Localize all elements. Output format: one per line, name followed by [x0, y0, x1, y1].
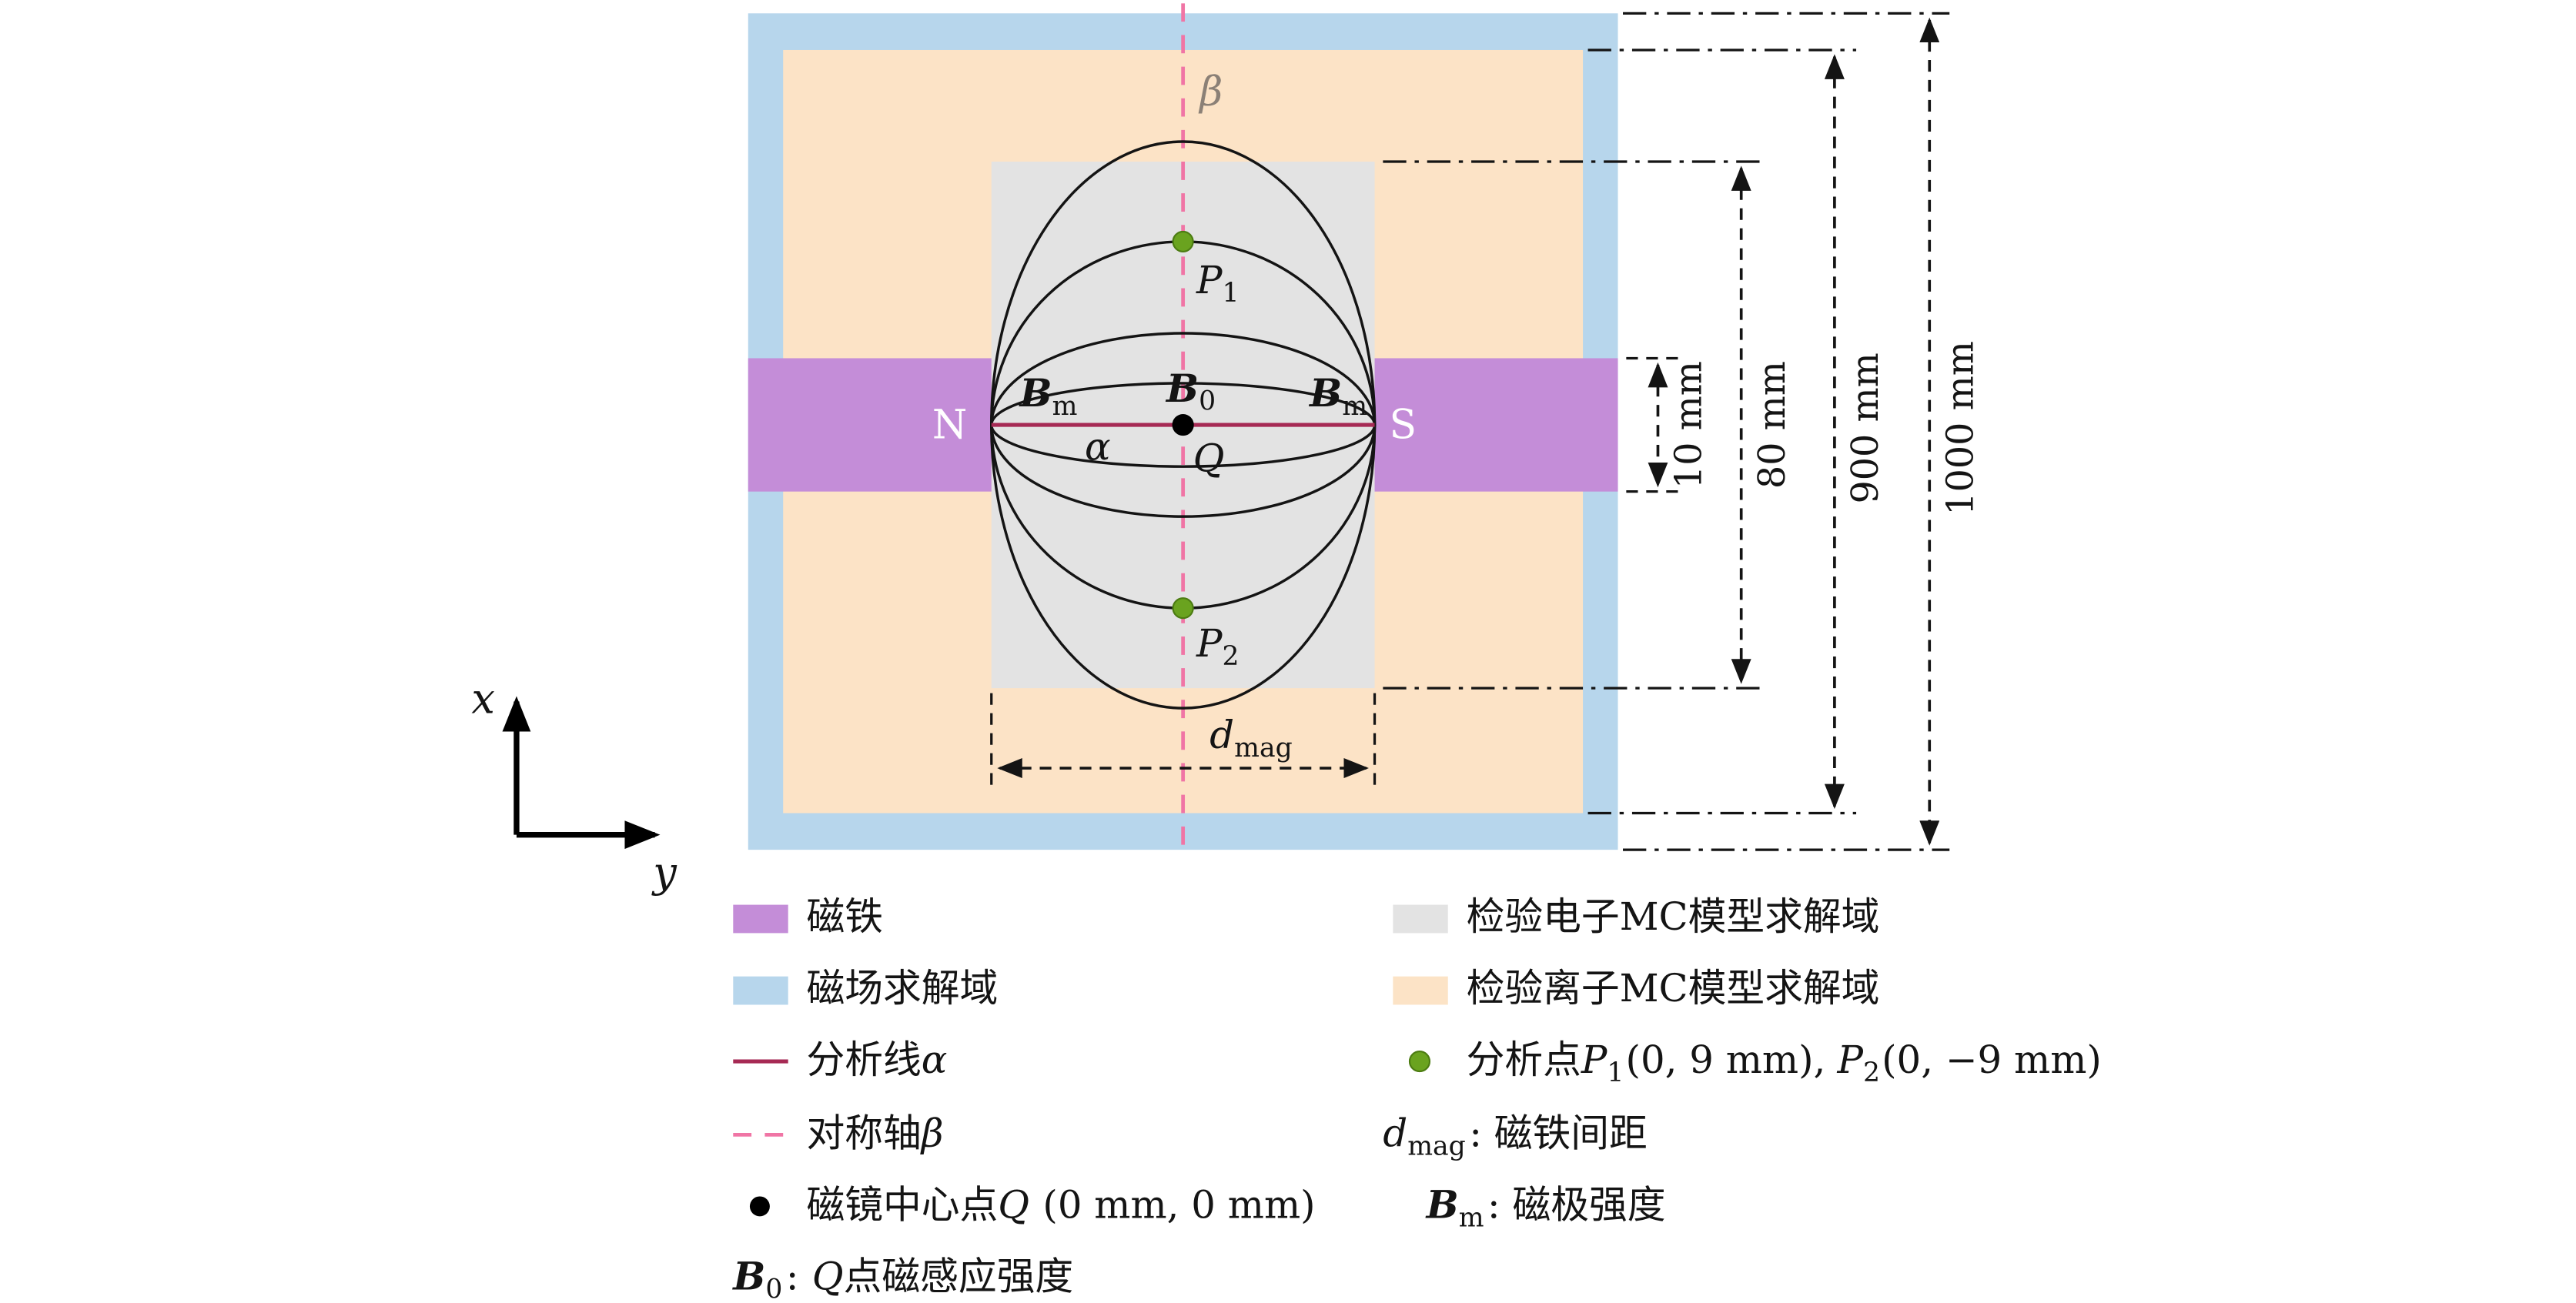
legend-label-symmetry-axis: 对称轴β — [807, 1111, 944, 1155]
legend-label-field-domain: 磁场求解域 — [807, 966, 999, 1011]
legend-label-bm: Bm: 磁极强度 — [1425, 1182, 1666, 1234]
magnet-right — [1374, 358, 1618, 492]
legend-swatch-field-domain — [733, 976, 788, 1005]
legend-label-dmag: dmag: 磁铁间距 — [1383, 1111, 1647, 1161]
dim-label-10mm: 10 mm — [1668, 361, 1711, 489]
label-alpha: α — [1085, 425, 1111, 469]
legend-label-magnet: 磁铁 — [807, 894, 884, 939]
label-pole-s: S — [1390, 402, 1417, 448]
point-p2-dot — [1172, 597, 1194, 620]
legend-swatch-magnet — [733, 904, 788, 934]
legend-label-electron-domain: 检验电子MC模型求解域 — [1467, 894, 1880, 939]
label-pole-n: N — [932, 402, 967, 448]
legend-left-column: 磁铁 磁场求解域 分析线α 对称轴β 磁镜中心点Q(0 mm, 0 mm) B0… — [731, 894, 1315, 1303]
legend-swatch-ion-domain — [1393, 976, 1448, 1005]
axis-y-label: y — [651, 848, 677, 897]
axis-x-label: x — [471, 675, 495, 723]
dim-label-1000mm: 1000 mm — [1940, 341, 1982, 516]
label-dmag: dmag — [1209, 713, 1292, 763]
legend-dot-center-point — [749, 1196, 770, 1217]
legend-label-b0: B0:Q点磁感应强度 — [731, 1254, 1073, 1303]
dim-label-80mm: 80 mm — [1751, 361, 1794, 489]
legend-right-column: 检验电子MC模型求解域 检验离子MC模型求解域 分析点P1(0, 9 mm),P… — [1383, 894, 2101, 1233]
label-bm-left: Bm — [1019, 370, 1078, 422]
legend-swatch-electron-domain — [1393, 904, 1448, 934]
label-bm-right: Bm — [1308, 370, 1367, 422]
legend-label-center-point: 磁镜中心点Q(0 mm, 0 mm) — [807, 1183, 1316, 1228]
label-q: Q — [1193, 436, 1225, 481]
legend-label-analysis-line: 分析线α — [807, 1037, 948, 1082]
label-beta: β — [1198, 68, 1223, 115]
legend-label-ion-domain: 检验离子MC模型求解域 — [1467, 966, 1880, 1011]
legend-dot-analysis-points — [1408, 1051, 1431, 1073]
label-b0: B0 — [1165, 366, 1216, 417]
magnet-left — [748, 358, 992, 492]
point-q-dot — [1172, 413, 1194, 436]
dim-label-900mm: 900 mm — [1845, 352, 1887, 503]
label-p2: P2 — [1196, 621, 1239, 672]
legend-label-analysis-points: 分析点P1(0, 9 mm),P2(0, −9 mm) — [1467, 1037, 2102, 1088]
point-p1-dot — [1172, 230, 1194, 252]
label-p1: P1 — [1196, 258, 1239, 309]
